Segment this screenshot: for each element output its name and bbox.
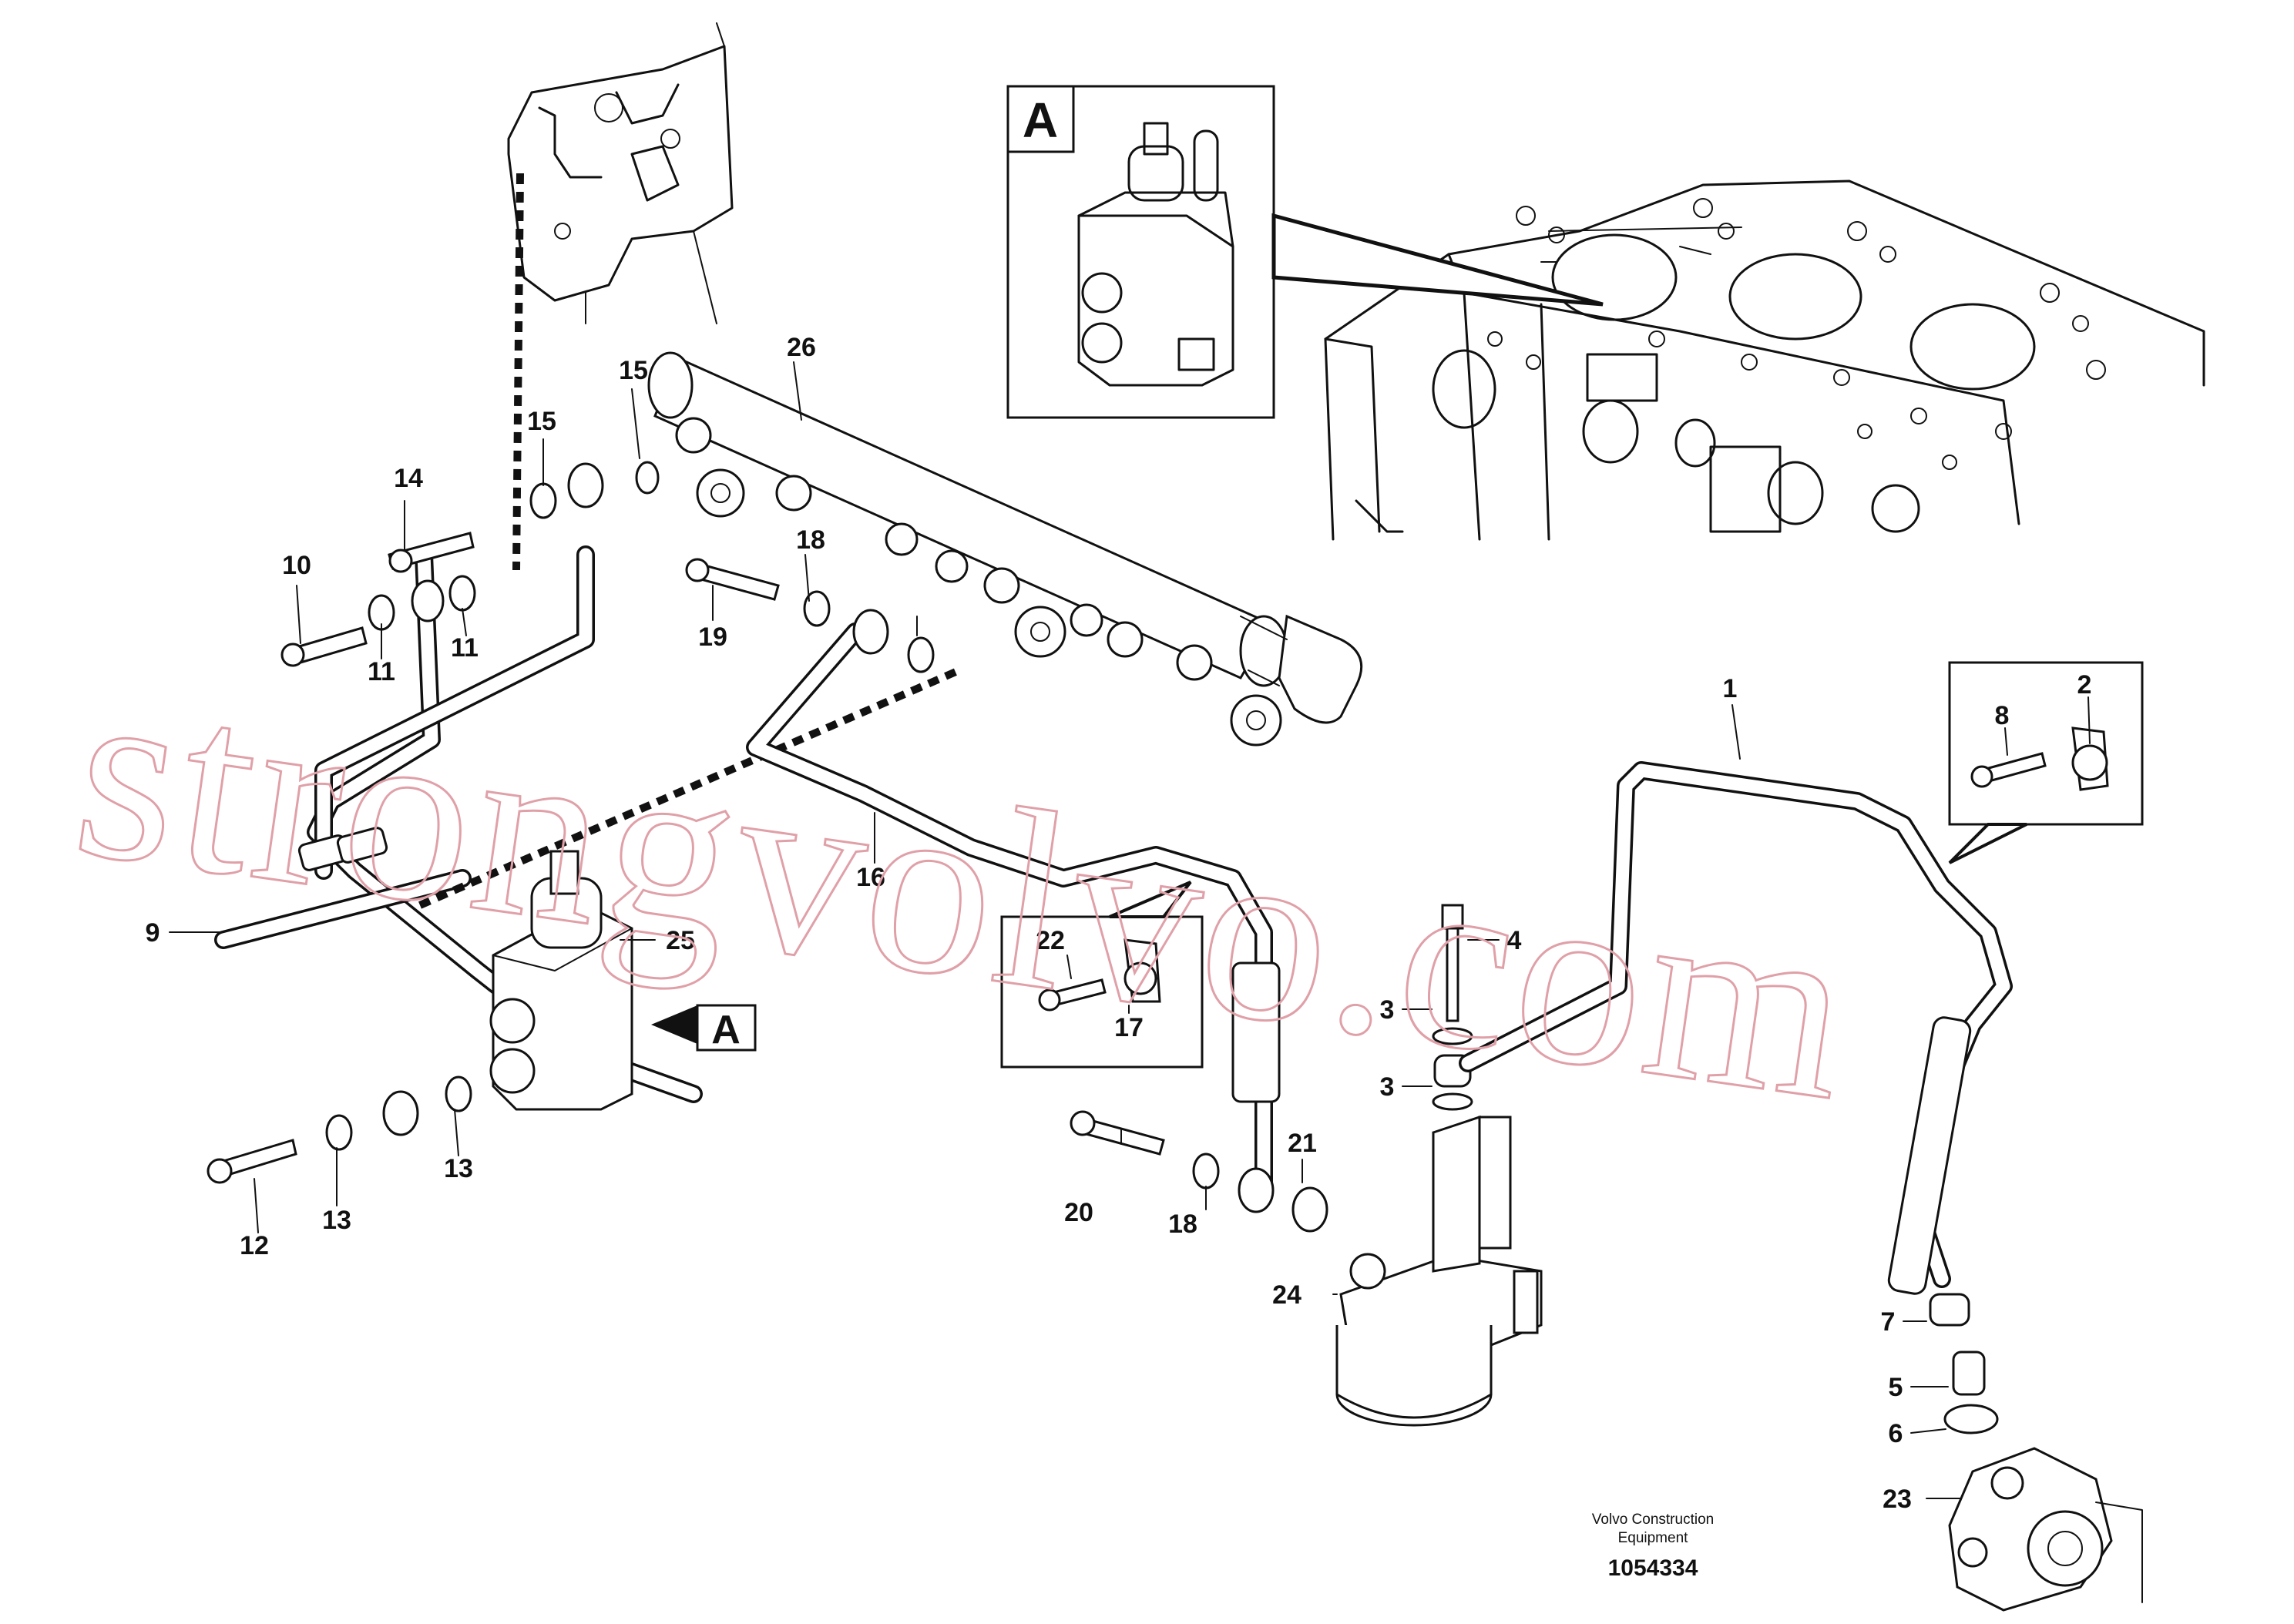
clamp-detail-box [1000, 881, 1204, 1069]
callout-8: 8 [1995, 701, 2010, 730]
dashed-routing-line [512, 173, 524, 571]
callout-7: 7 [1881, 1307, 1896, 1337]
footer-company-line2: Equipment [1618, 1530, 1689, 1546]
callout-11: 11 [368, 657, 395, 686]
leader-lines [169, 361, 2091, 1499]
footer-company-line1: Volvo Construction [1592, 1512, 1714, 1528]
callout-15b: 15 [619, 356, 648, 385]
callout-11b: 11 [451, 633, 479, 663]
callout-22: 22 [1036, 926, 1065, 955]
callout-26: 26 [787, 333, 816, 362]
fittings-7-5-6 [1929, 1293, 1999, 1434]
valve-part-25 [489, 850, 633, 1111]
callout-20: 20 [1064, 1198, 1093, 1227]
banjo-fittings-center [685, 558, 935, 673]
fuel-filter-part-24 [1335, 1115, 1543, 1427]
callout-1: 1 [1723, 674, 1738, 703]
callout-6: 6 [1889, 1419, 1903, 1448]
callout-24: 24 [1272, 1280, 1302, 1310]
detail-box-letter: A [1023, 92, 1058, 148]
callout-17: 17 [1114, 1013, 1144, 1042]
callout-19: 19 [698, 622, 727, 652]
banjo-fittings-lower-left [207, 1075, 472, 1184]
callout-12: 12 [240, 1231, 269, 1260]
callout-13b: 13 [322, 1206, 351, 1235]
callout-25: 25 [666, 926, 695, 955]
fuel-rail-part-26 [647, 351, 1363, 747]
cylinder-head-bracket-illustration [507, 22, 734, 324]
callout-23: 23 [1883, 1485, 1912, 1514]
pipe-1 [1459, 761, 2013, 1295]
callout-10: 10 [282, 551, 311, 580]
view-marker-letter: A [711, 1008, 741, 1052]
view-marker-a[interactable]: A [651, 1004, 757, 1052]
callout-5: 5 [1889, 1373, 1903, 1402]
banjo-fittings-lower-center [1070, 1110, 1328, 1233]
callout-18b: 18 [1168, 1210, 1197, 1239]
callout-9: 9 [146, 918, 160, 948]
pipe-16 [746, 622, 1281, 1196]
callout-4: 4 [1507, 926, 1522, 955]
watermark-text: strongvolvo.com [62, 627, 1869, 1154]
callout-3: 3 [1380, 995, 1395, 1025]
pump-part-23 [1948, 1447, 2143, 1612]
callout-13: 13 [444, 1154, 473, 1183]
engine-block-illustration [1324, 180, 2205, 541]
drawing-number: 1054334 [1608, 1555, 1698, 1581]
callout-16: 16 [856, 863, 885, 892]
callout-labels: 1 2 3 3 4 5 6 7 8 9 10 11 11 12 13 13 14… [146, 333, 2092, 1514]
callout-3b: 3 [1380, 1072, 1395, 1102]
callout-14: 14 [394, 464, 423, 493]
dashed-routing-line-2 [418, 666, 961, 909]
clip-detail-box [1948, 661, 2144, 864]
drawing-footer: Volvo Construction Equipment 1054334 [1592, 1512, 1714, 1581]
callout-2: 2 [2077, 670, 2092, 700]
watermark: strongvolvo.com [60, 626, 1870, 1156]
callout-15: 15 [527, 407, 556, 436]
detail-view-box-a: A [1006, 85, 1604, 419]
callout-18: 18 [796, 525, 825, 555]
callout-21: 21 [1288, 1129, 1317, 1158]
